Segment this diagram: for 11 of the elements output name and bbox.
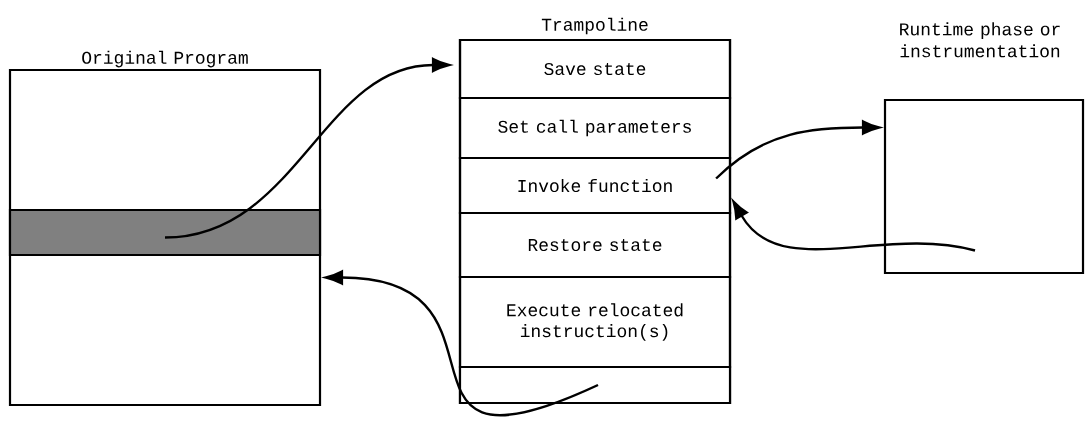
table-row: Invoke function	[458, 156, 732, 215]
labeled-box: Original Program	[8, 50, 322, 407]
arrow	[732, 200, 976, 252]
table-row: Restore state	[458, 211, 732, 279]
table-row: Set call parameters	[458, 96, 732, 160]
node-label: Original Program	[82, 50, 248, 68]
node-label: Runtime phase or instrumentation	[900, 22, 1060, 58]
labeled-box: Runtime phase or instrumentation	[883, 22, 1085, 275]
node-label: Trampoline	[541, 17, 648, 35]
shaded-band	[8, 208, 322, 257]
table-row: Save state	[458, 38, 732, 100]
